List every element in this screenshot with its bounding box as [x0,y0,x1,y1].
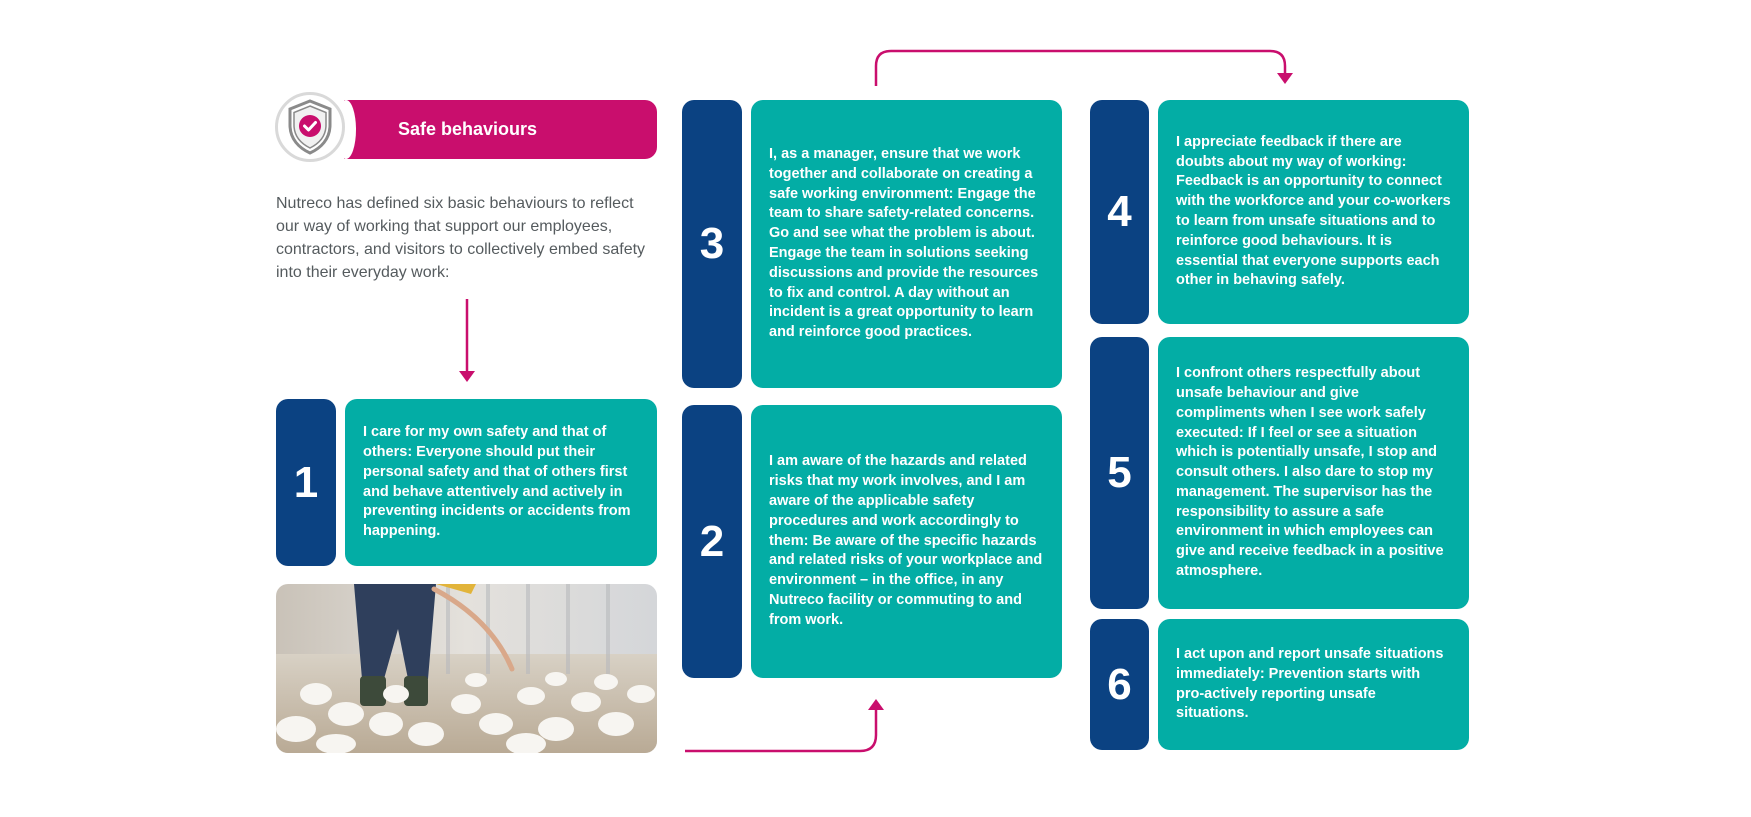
arrow-down-icon [459,299,475,382]
behaviour-card-2: I am aware of the hazards and related ri… [751,405,1062,678]
shield-check-icon [275,92,345,162]
behaviour-number-1: 1 [276,399,336,566]
behaviour-text-5: I confront others respectfully about uns… [1176,365,1444,580]
behaviour-number-4: 4 [1090,100,1149,324]
behaviour-card-6: I act upon and report unsafe situations … [1158,619,1469,750]
chickens-photo [276,584,657,753]
behaviour-number-5: 5 [1090,337,1149,609]
arrow-right-icon [874,49,1293,86]
behaviour-number-3: 3 [682,100,742,388]
behaviour-text-3: I, as a manager, ensure that we work tog… [769,146,1039,341]
behaviour-text-1: I care for my own safety and that of oth… [363,424,631,540]
behaviour-number-2: 2 [682,405,742,678]
behaviour-text-2: I am aware of the hazards and related ri… [769,453,1043,628]
behaviour-number-6: 6 [1090,619,1149,750]
section-title: Safe behaviours [398,119,538,139]
behaviour-card-4: I appreciate feedback if there are doubt… [1158,100,1469,324]
intro-paragraph: Nutreco has defined six basic behaviours… [276,195,646,281]
behaviour-card-1: I care for my own safety and that of oth… [345,399,657,566]
behaviour-card-3: I, as a manager, ensure that we work tog… [751,100,1062,388]
behaviour-text-6: I act upon and report unsafe situations … [1176,645,1444,722]
arrow-up-icon [685,699,884,753]
behaviour-card-5: I confront others respectfully about uns… [1158,337,1469,609]
behaviour-text-4: I appreciate feedback if there are doubt… [1176,133,1451,289]
section-title-bar: Safe behaviours [336,100,657,159]
